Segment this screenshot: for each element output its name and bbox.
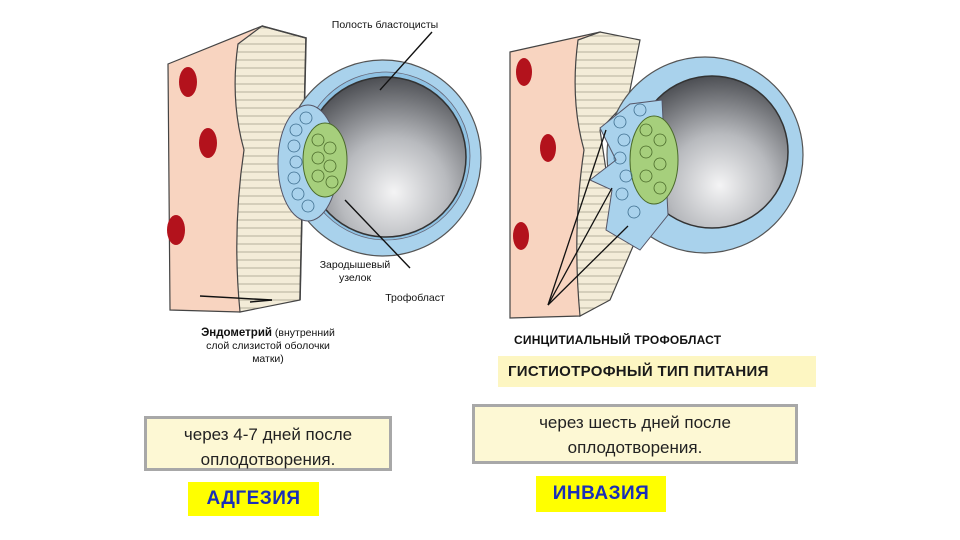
- left-blastocyst: [278, 60, 481, 256]
- trophoblast-label: Трофобласт: [370, 292, 460, 305]
- left-time-card: через 4-7 дней после оплодотворения.: [144, 416, 392, 471]
- endometrium-label: Эндометрий (внутренний слой слизистой об…: [168, 327, 368, 366]
- right-blood-vessel: [540, 134, 556, 162]
- embryoblast-label: Зародышевый узелок: [310, 259, 400, 285]
- blastocyst-cavity-label: Полость бластоцисты: [300, 19, 470, 32]
- right-embryoblast: [630, 116, 678, 204]
- left-blood-vessel: [179, 67, 197, 97]
- right-time-card: через шесть дней после оплодотворения.: [472, 404, 798, 464]
- adhesion-badge: АДГЕЗИЯ: [188, 482, 319, 516]
- left-blood-vessel: [167, 215, 185, 245]
- syncytial-trophoblast-label: СИНЦИТИАЛЬНЫЙ ТРОФОБЛАСТ: [514, 333, 774, 347]
- endometrium-title: Эндометрий: [201, 327, 272, 339]
- right-blood-vessel: [513, 222, 529, 250]
- histotrophic-nutrition-label: ГИСТИОТРОФНЫЙ ТИП ПИТАНИЯ: [498, 356, 816, 387]
- left-embryoblast: [303, 123, 347, 197]
- invasion-badge: ИНВАЗИЯ: [536, 476, 666, 512]
- left-blood-vessel: [199, 128, 217, 158]
- right-blood-vessel: [516, 58, 532, 86]
